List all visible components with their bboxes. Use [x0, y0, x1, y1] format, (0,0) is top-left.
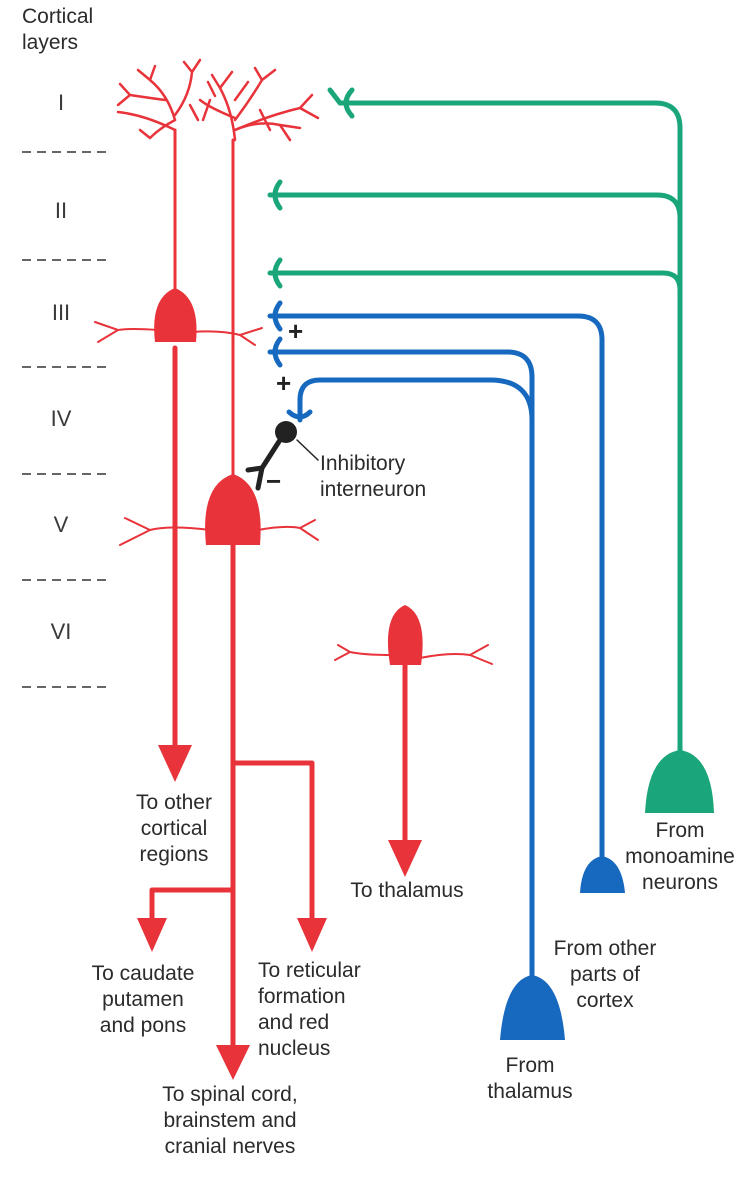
layer-label-III: III	[51, 300, 71, 325]
to-spinal-cord-label: To spinal cord, brainstem and cranial ne…	[162, 1083, 298, 1158]
interneuron-axon	[245, 437, 283, 491]
monoamine-branch-layer-II	[267, 192, 683, 221]
caudate-branch	[149, 887, 236, 921]
to-reticular-label: To reticular formation and red nucleus	[258, 959, 361, 1060]
layer-III-pyramidal-soma	[154, 288, 197, 342]
from-other-cortex-label: From other parts of cortex	[553, 937, 657, 1012]
layer-III-basal-dendrites	[94, 321, 263, 346]
cortex-neuron-soma	[580, 856, 625, 893]
pyramidal-neurons	[94, 58, 493, 1080]
monoamine-axon-main	[337, 100, 683, 753]
to-thalamus-label: To thalamus	[350, 879, 464, 902]
synapse-terminal	[272, 300, 283, 332]
cortex-input-axon	[267, 313, 605, 888]
thalamus-branch-layer-IV	[297, 377, 535, 423]
thalamus-input-axon	[267, 349, 535, 988]
layer-VI-pyramidal-soma	[387, 605, 423, 665]
cortical-thalamic-pathways	[267, 300, 605, 988]
layer-VI-basal-dendrites	[334, 644, 493, 665]
interneuron-soma	[275, 421, 297, 443]
layer-label-IV: IV	[50, 406, 72, 431]
synapse-terminal	[272, 179, 283, 211]
monoamine-pathway	[267, 87, 683, 753]
synapse-terminal	[272, 336, 283, 368]
layer-label-VI: VI	[50, 619, 72, 644]
synapse-terminal	[286, 409, 313, 420]
from-monoamine-label: From monoamine neurons	[625, 819, 735, 894]
to-caudate-label: To caudate putamen and pons	[91, 962, 195, 1037]
synapse-terminal	[327, 87, 355, 119]
thalamus-neuron-soma	[500, 975, 565, 1040]
layer-V-pyramidal-soma	[205, 474, 261, 545]
layer-label-I: I	[57, 90, 65, 115]
inhibitory-interneuron	[245, 421, 319, 491]
interneuron-label-leader	[296, 439, 319, 461]
monoamine-neuron-soma	[645, 750, 714, 813]
from-thalamus-label: From thalamus	[487, 1054, 573, 1103]
layer-label-II: II	[54, 198, 68, 223]
inhibitory-interneuron-label: Inhibitory interneuron	[320, 452, 427, 501]
inhibitory-sign: −	[266, 466, 282, 496]
to-cortical-regions-label: To other cortical regions	[136, 791, 212, 866]
monoamine-branch-layer-III	[267, 270, 683, 293]
excitatory-sign-upper: +	[288, 316, 304, 346]
apical-dendrite-tuft	[116, 58, 320, 142]
synapse-terminal	[272, 257, 283, 289]
layer-label-V: V	[53, 512, 69, 537]
excitatory-sign-lower: +	[276, 368, 292, 398]
reticular-branch	[230, 760, 315, 923]
cortical-layers-title: Cortical layers	[22, 5, 94, 54]
